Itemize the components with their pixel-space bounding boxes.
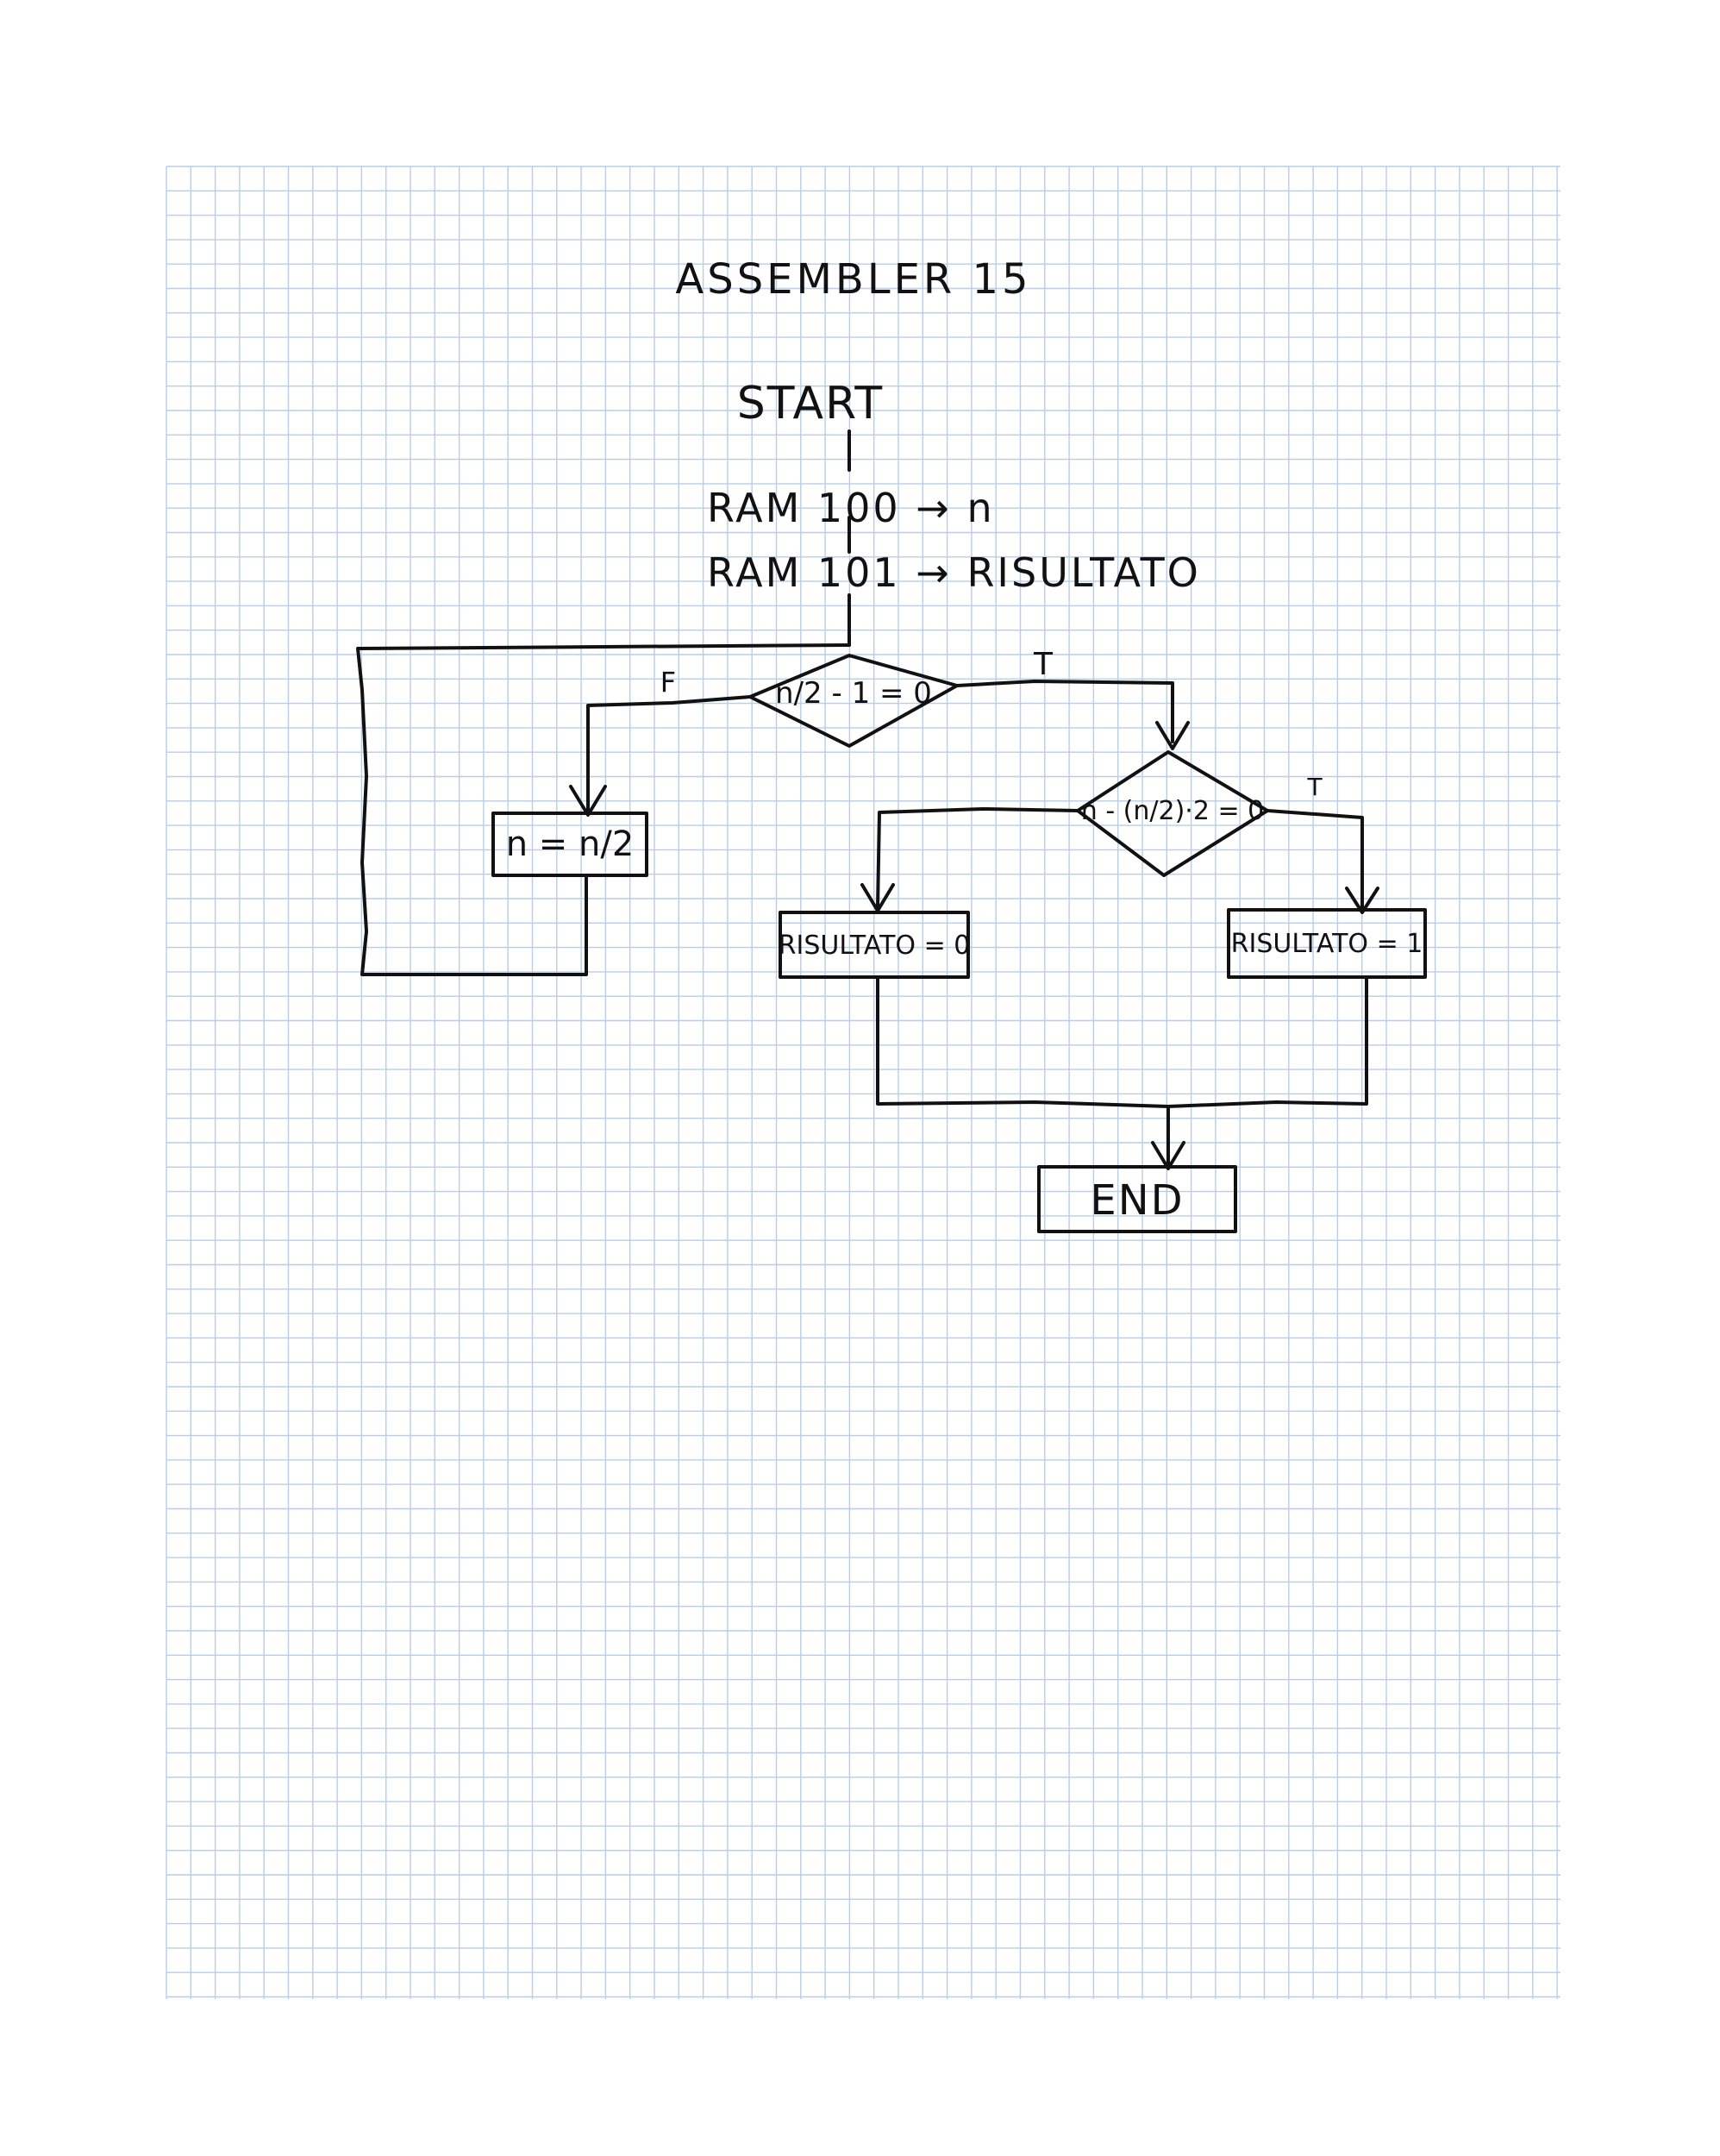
end-text: END — [1090, 1176, 1184, 1225]
start-label: START — [737, 378, 884, 429]
init-line-risultato: RAM 101 → RISULTATO — [707, 549, 1201, 596]
loop-back-line — [356, 643, 851, 976]
result-zero-box — [779, 911, 970, 979]
decision-2-true-label: T — [1306, 773, 1323, 801]
decision-2-text: n - (n/2)·2 = 0 — [1081, 796, 1264, 826]
decision-1-true-label: T — [1033, 647, 1054, 682]
flow-line-decision-2-true — [1266, 809, 1364, 912]
arrow-head-decision-2 — [1155, 721, 1190, 750]
process-divide-text: n = n/2 — [506, 824, 635, 864]
decision-1-false-label: F — [660, 666, 676, 699]
result-zero-text: RISULTATO = 0 — [779, 931, 971, 961]
diagram-title: ASSEMBLER 15 — [675, 255, 1031, 304]
result-one-box — [1227, 908, 1427, 979]
init-line-n: RAM 100 → n — [707, 485, 995, 531]
decision-1-diamond — [748, 654, 959, 748]
decision-2-diamond — [1076, 750, 1269, 877]
arrow-head-result-one — [1345, 887, 1379, 914]
decision-1-text: n/2 - 1 = 0 — [775, 676, 932, 711]
result-one-text: RISULTATO = 1 — [1231, 929, 1423, 959]
flow-line-decision-1-false — [586, 695, 752, 812]
flow-line-decision-2-false — [876, 807, 1079, 909]
flow-line-decision-1-true — [955, 680, 1174, 743]
process-divide-box — [491, 812, 648, 877]
graph-paper-grid — [166, 166, 1561, 1999]
end-box — [1037, 1165, 1237, 1233]
